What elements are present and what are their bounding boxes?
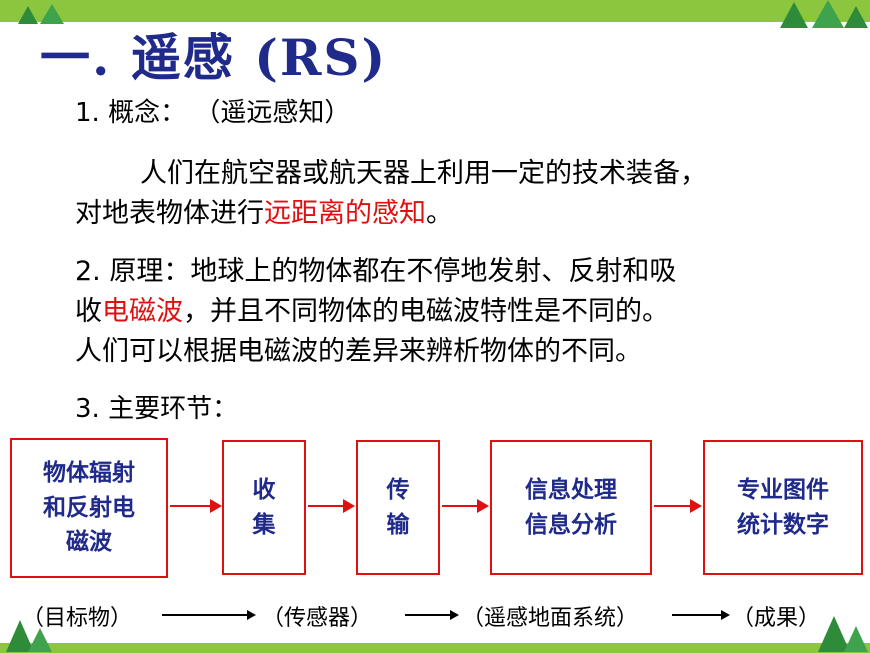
bottom-decor-band bbox=[0, 643, 870, 653]
flow-box-result: 专业图件统计数字 bbox=[703, 440, 863, 575]
flow-box-process: 信息处理信息分析 bbox=[490, 440, 652, 575]
principle-text-rest: ，并且不同物体的电磁波特性是不同的。 bbox=[183, 296, 669, 327]
box-line: 信息处理 bbox=[525, 476, 617, 503]
box-line: 物体辐射 bbox=[43, 459, 135, 487]
caption-arrow bbox=[672, 610, 730, 620]
steps-heading: 3. 主要环节： bbox=[75, 394, 239, 424]
label-result: （成果） bbox=[732, 606, 821, 631]
flow-arrow bbox=[654, 499, 702, 513]
label-ground-system: （遥感地面系统） bbox=[462, 606, 639, 631]
principle-line-3: 人们可以根据电磁波的差异来辨析物体的不同。 bbox=[75, 336, 642, 367]
principle-highlight: 电磁波 bbox=[102, 296, 183, 327]
box-line: 和反射电 bbox=[43, 493, 135, 521]
box-line: 集 bbox=[252, 510, 276, 538]
flow-arrow bbox=[170, 499, 222, 513]
flow-arrow bbox=[308, 499, 355, 513]
box-line: 传 bbox=[386, 476, 410, 503]
concept-heading: 1. 概念： （遥远感知） bbox=[75, 98, 351, 128]
tree-decor-icon bbox=[6, 620, 52, 652]
concept-text: 对地表物体进行 bbox=[75, 198, 264, 229]
label-sensor: （传感器） bbox=[262, 606, 373, 631]
box-line: 专业图件 bbox=[737, 476, 829, 503]
caption-arrow bbox=[405, 610, 459, 620]
concept-highlight: 远距离的感知 bbox=[264, 198, 426, 229]
tree-decor-icon bbox=[18, 4, 64, 24]
tree-decor-icon bbox=[780, 0, 868, 28]
box-line: 磁波 bbox=[66, 528, 112, 556]
box-line: 输 bbox=[386, 510, 410, 538]
box-line: 统计数字 bbox=[737, 510, 829, 538]
principle-line-2: 收电磁波，并且不同物体的电磁波特性是不同的。 bbox=[75, 296, 669, 328]
label-target: （目标物） bbox=[22, 606, 133, 631]
box-line: 收 bbox=[252, 476, 276, 503]
flow-arrow bbox=[442, 499, 489, 513]
concept-line-1: 人们在航空器或航天器上利用一定的技术装备， bbox=[140, 158, 707, 189]
flow-box-transmit: 传输 bbox=[356, 440, 440, 575]
concept-punct: 。 bbox=[426, 198, 453, 229]
tree-decor-icon bbox=[818, 616, 868, 652]
principle-line-1: 2. 原理：地球上的物体都在不停地发射、反射和吸 bbox=[75, 256, 677, 287]
slide-title: 一. 遥感 (RS) bbox=[40, 28, 388, 87]
flow-box-target: 物体辐射和反射电磁波 bbox=[10, 438, 168, 578]
box-line: 信息分析 bbox=[525, 510, 617, 538]
concept-line-2: 对地表物体进行远距离的感知。 bbox=[75, 198, 453, 230]
top-decor-band bbox=[0, 0, 870, 22]
flow-box-collect: 收集 bbox=[222, 440, 306, 575]
caption-arrow bbox=[162, 610, 256, 620]
principle-text: 收 bbox=[75, 296, 102, 327]
